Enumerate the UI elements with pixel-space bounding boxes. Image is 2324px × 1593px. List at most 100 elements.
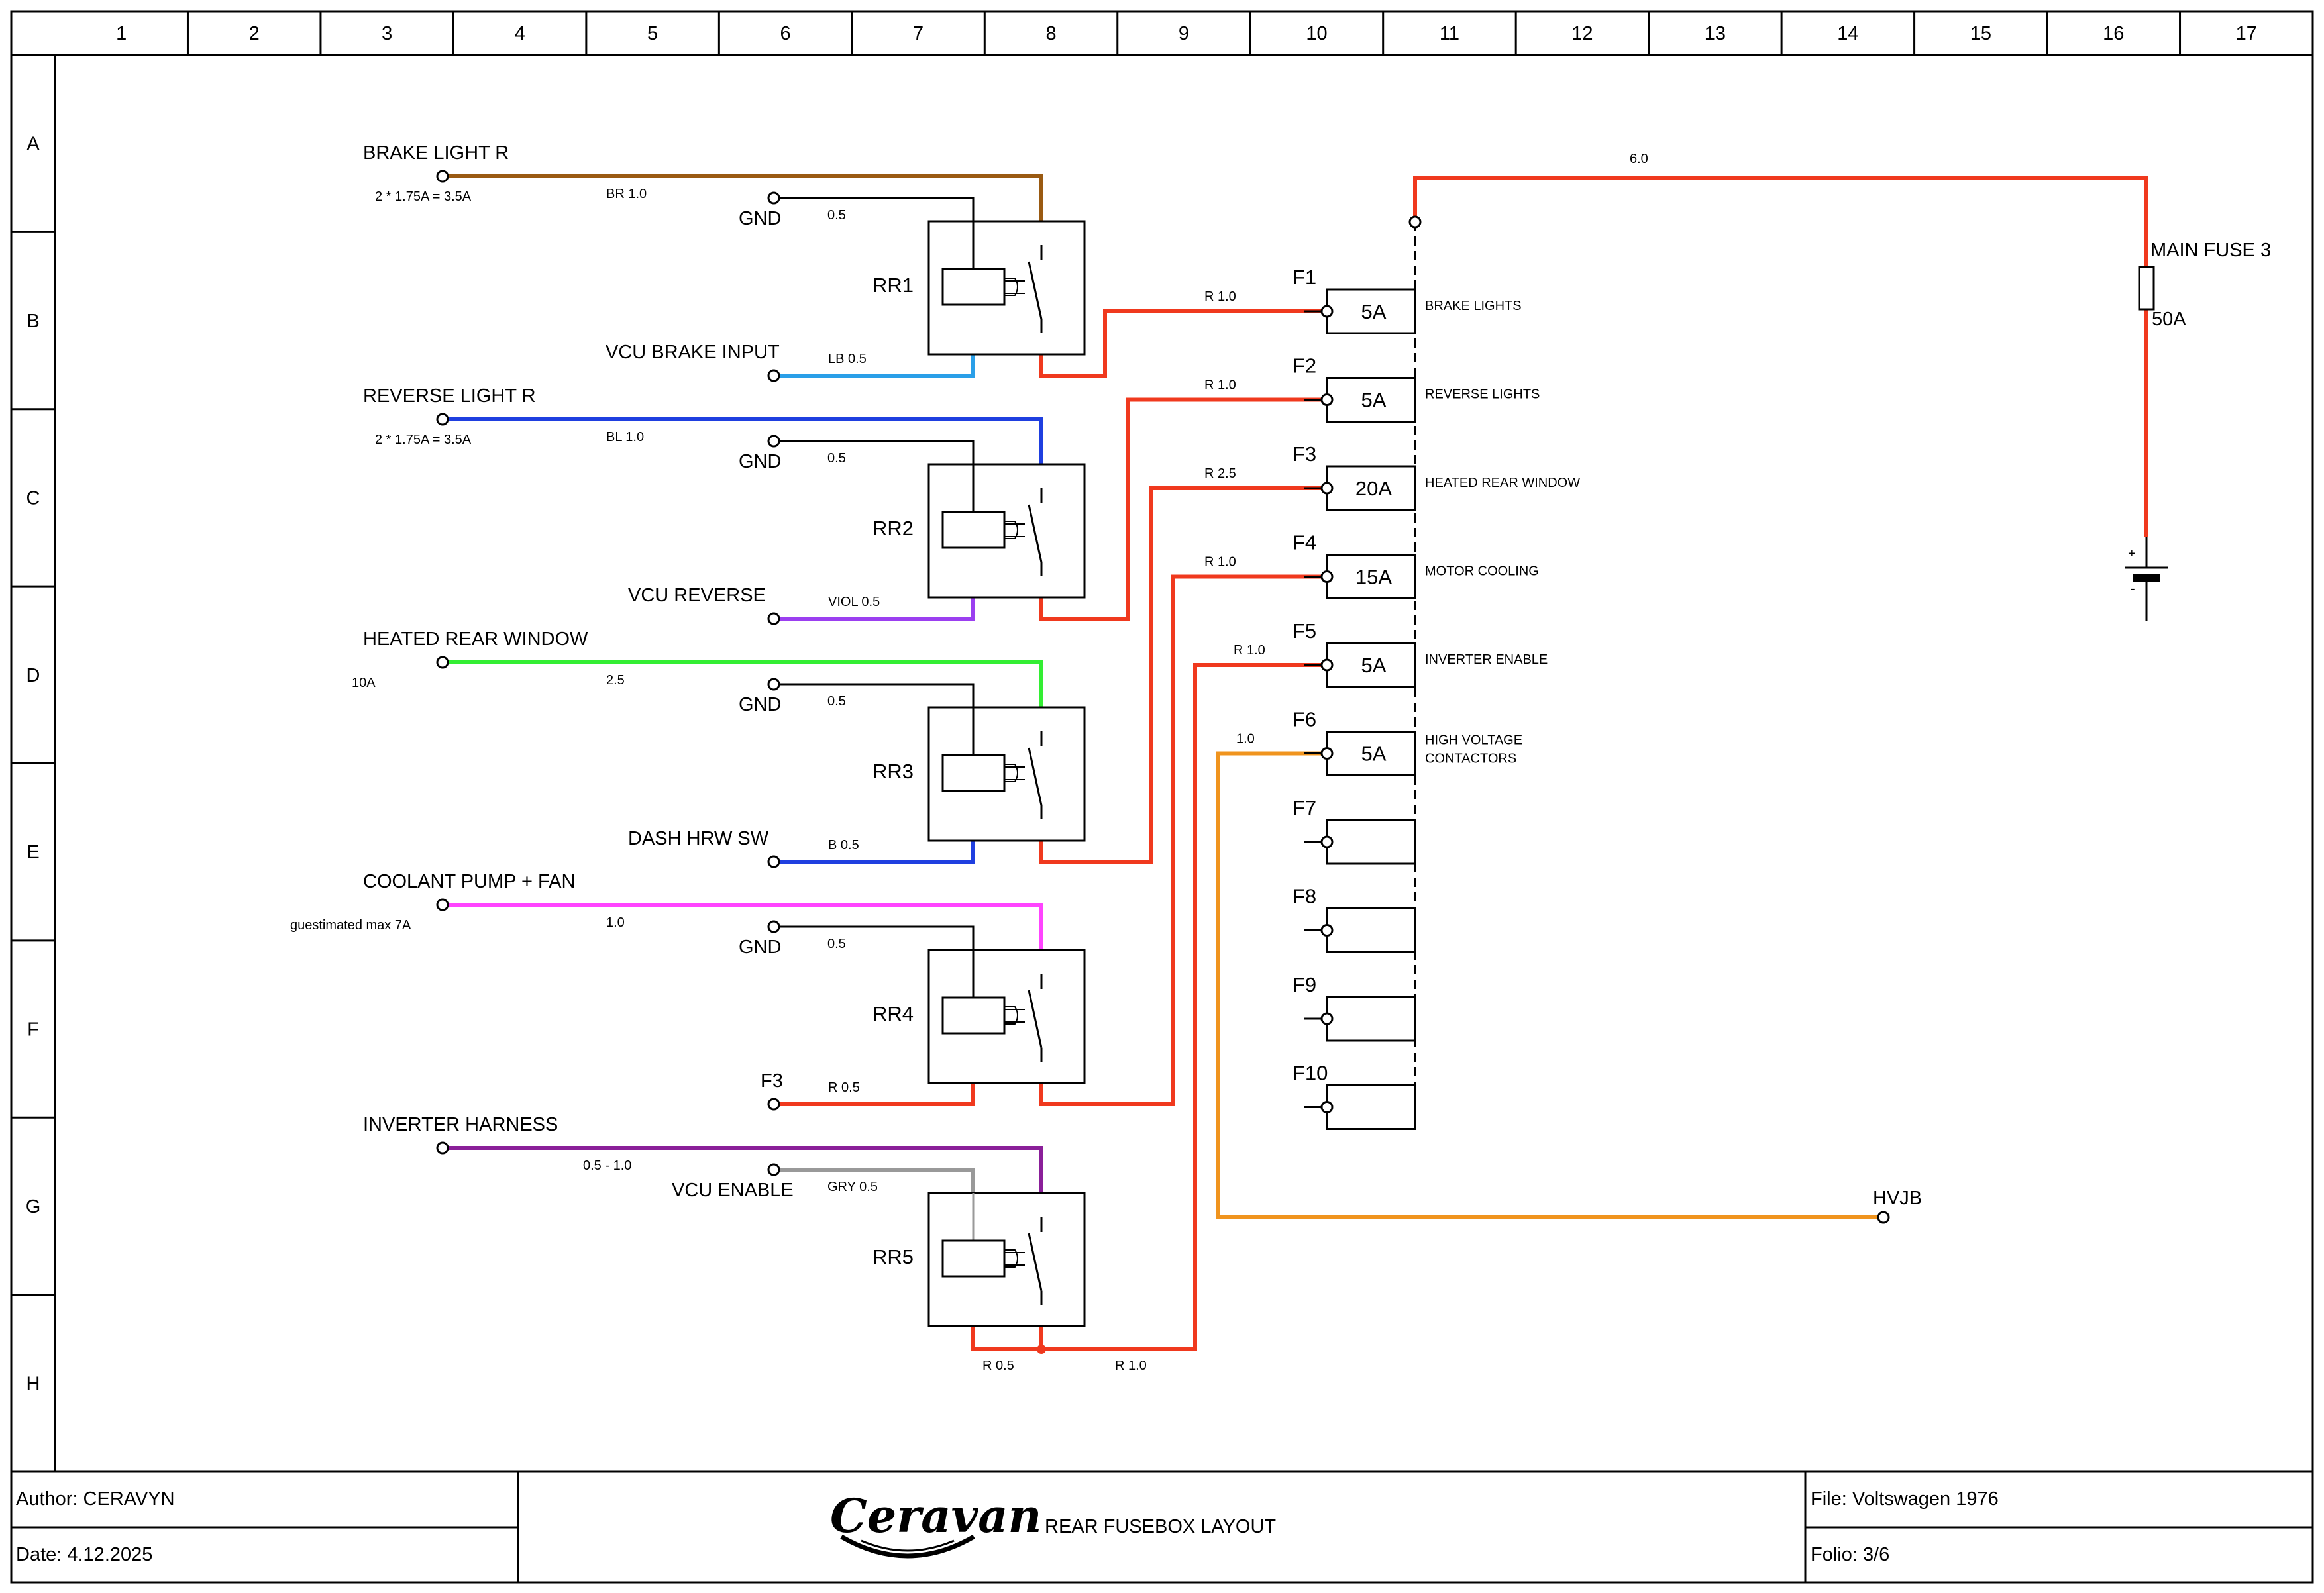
fuse-id-label: F2 [1293,354,1316,378]
output-wire [1039,486,1327,864]
coil-arc [1004,764,1018,782]
coil-arc [1004,1249,1018,1268]
rr5-output-wire-label: R 1.0 [1234,643,1265,658]
rr5-junction [1037,1345,1046,1354]
input-note: 10A [352,676,376,690]
contact-arm [1028,261,1043,320]
control-terminal [767,612,780,625]
hvjb-label: HVJB [1873,1188,1922,1209]
coil-top-wire-label: 0.5 [827,208,846,223]
coil-top-label: GND [739,451,781,472]
fuse-input-terminal [1320,835,1334,848]
fuse-rating-label: 20A [1355,477,1392,500]
control-terminal [767,1098,780,1111]
contact-arm [1028,504,1043,563]
grid-row-label: G [26,1196,41,1217]
battery-plate-short [2133,574,2160,582]
fuse-id-label: F8 [1293,885,1316,908]
input-wire-label: BL 1.0 [606,430,644,444]
coil-top-wire-label: GRY 0.5 [827,1180,878,1194]
input-note: 2 * 1.75A = 3.5A [375,189,472,204]
busbar-terminal [1408,215,1422,229]
fuse-load-label: REVERSE LIGHTS [1425,387,1540,402]
fuse-id-label: F5 [1293,619,1316,642]
relay-coil [941,1239,1006,1278]
control-label: F3 [761,1070,783,1092]
output-wire-label: R 1.0 [1204,378,1236,393]
grid-column-label: 8 [1045,23,1056,44]
grid-column-label: 7 [913,23,924,44]
grid-row-label: D [26,665,40,686]
logo-swoosh [840,1534,975,1559]
fuse-input-terminal [1320,482,1334,495]
output-wire [1039,309,1327,378]
grid-row-label: B [26,311,39,332]
fuse-f8 [1326,907,1416,953]
battery-minus: - [2131,582,2135,596]
fuse-input-terminal [1320,305,1334,318]
coil-top-wire [778,925,975,950]
rr5-bottom-left-label: R 0.5 [982,1359,1014,1373]
relay-name-label: RR3 [872,760,914,783]
coil-arc [1004,521,1018,539]
input-terminal [436,898,449,911]
coil-arc [1004,278,1018,296]
relay-name-label: RR1 [872,274,914,297]
output-wire [1039,397,1327,621]
grid-column-label: 11 [1440,23,1459,44]
fuse-rating-label: 5A [1361,654,1387,677]
relay-layer [927,220,1086,1327]
logo-wordmark: Ceravan [830,1488,1041,1543]
main-fuse-symbol [2138,266,2155,311]
coil-top-terminal [767,920,780,933]
folio-field: Folio: 3/6 [1811,1544,1889,1565]
grid-row-label: F [27,1019,39,1041]
input-wire-label: 0.5 - 1.0 [583,1158,631,1173]
coil-top-wire [778,197,975,221]
sheet-frame [10,10,2314,1584]
fuse-rating-label: 15A [1355,566,1392,589]
grid-column-label: 1 [116,23,127,44]
input-label: COOLANT PUMP + FAN [363,871,575,892]
grid-column-label: 5 [647,23,658,44]
input-label: INVERTER HARNESS [363,1114,558,1135]
control-terminal [767,855,780,868]
drawing-title: REAR FUSEBOX LAYOUT [1045,1516,1276,1537]
relay-name-label: RR4 [872,1002,914,1025]
battery-plus: + [2128,546,2136,561]
grid-column-label: 6 [780,23,791,44]
hvjb-wire [1216,751,1879,1219]
fuse-f3 [1326,465,1416,511]
input-label: HEATED REAR WINDOW [363,629,588,650]
grid-column-label: 16 [2103,23,2124,44]
fuse-rating-label: 5A [1361,300,1387,323]
rr5-bottom-right-label: R 1.0 [1115,1359,1147,1373]
grid-column-label: 2 [249,23,260,44]
grid-column-label: 13 [1705,23,1726,44]
input-label: REVERSE LIGHT R [363,385,536,407]
grid-column-label: 10 [1306,23,1327,44]
input-terminal [436,170,449,183]
control-label: VCU REVERSE [628,585,766,606]
relay-coil [941,754,1006,792]
fuse-input-terminal [1320,658,1334,672]
relay-name-label: RR2 [872,517,914,540]
input-note: guestimated max 7A [290,918,411,933]
coil-top-wire [778,683,975,707]
file-field: File: Voltswagen 1976 [1811,1488,1999,1510]
fuse-id-label: F6 [1293,708,1316,731]
fuse-id-label: F1 [1293,266,1316,289]
coil-top-label: VCU ENABLE [672,1180,794,1201]
output-wire-label: R 2.5 [1204,466,1236,481]
coil-top-terminal [767,1163,780,1176]
control-wire-label: VIOL 0.5 [828,595,880,609]
coil-top-wire-label: 0.5 [827,694,846,709]
grid-column-label: 15 [1970,23,1991,44]
fuse-rating-label: 5A [1361,389,1387,412]
fuse-load-label: MOTOR COOLING [1425,564,1539,579]
coil-top-wire [778,1168,975,1193]
